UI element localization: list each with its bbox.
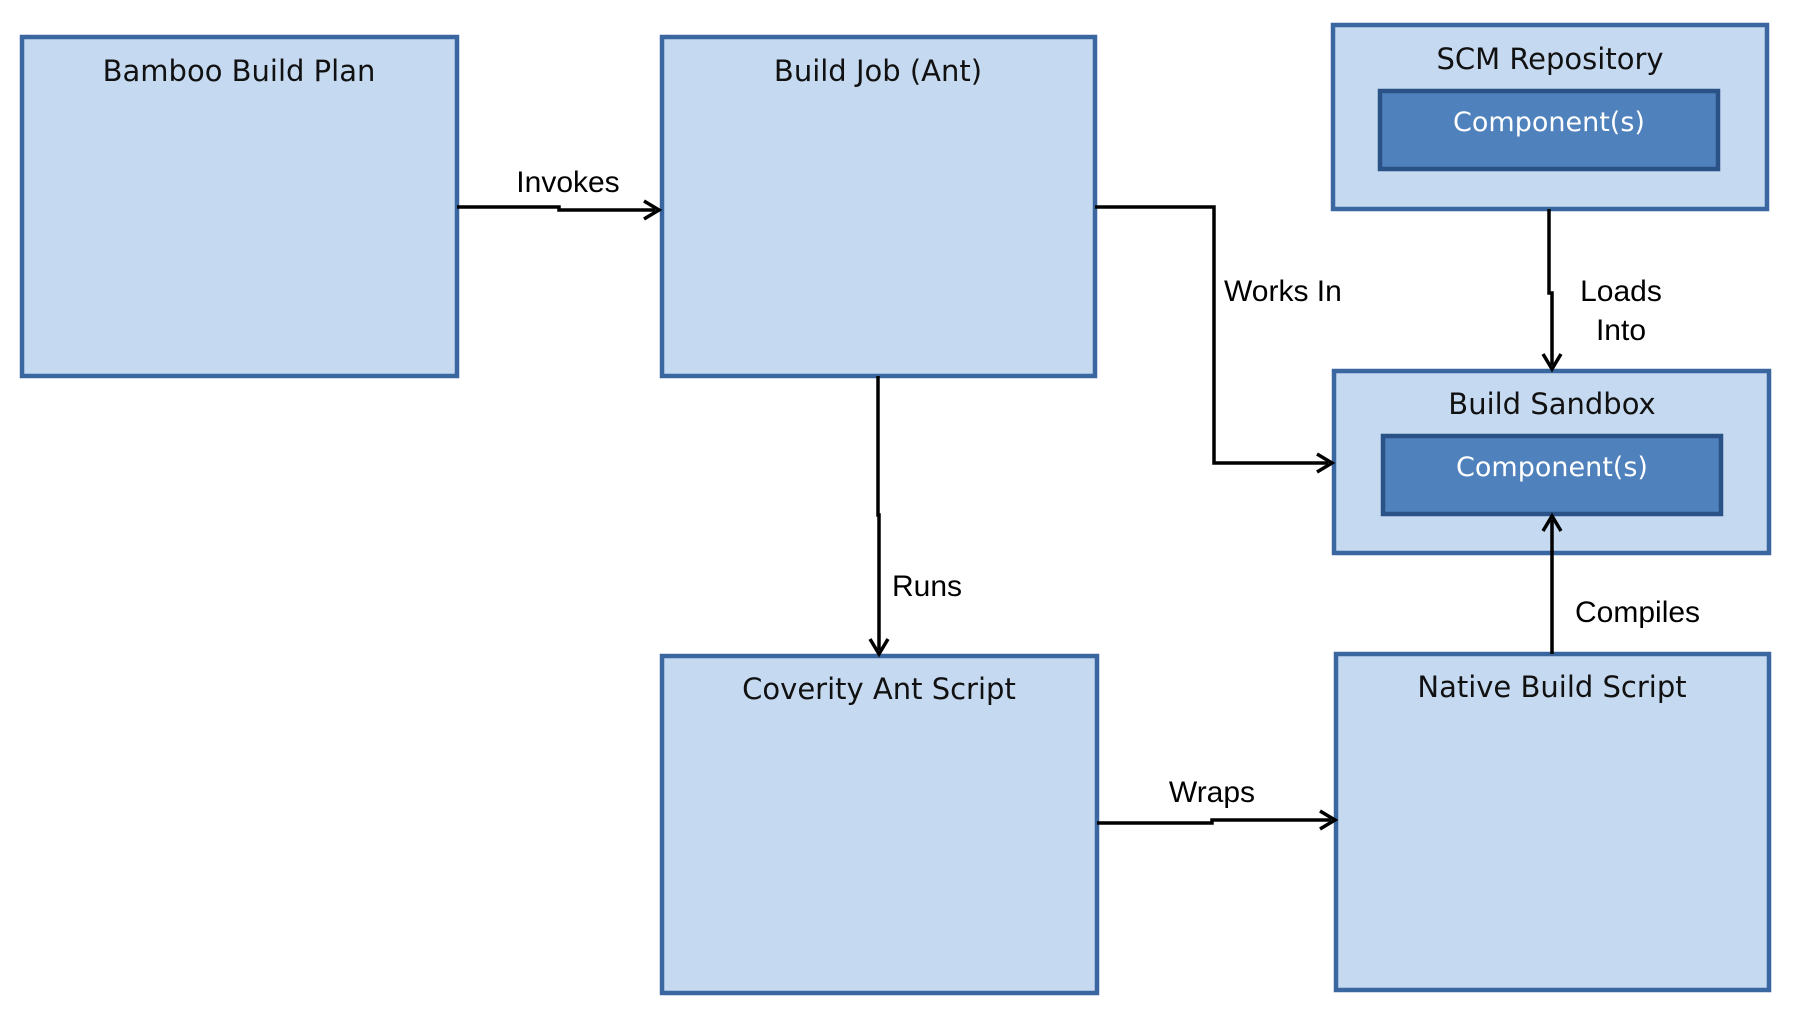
loads-into-line bbox=[1547, 209, 1554, 365]
invokes-line bbox=[457, 205, 655, 212]
loads-into-label-line1: Loads bbox=[1580, 275, 1662, 308]
scm-components-label: Component(s) bbox=[1453, 107, 1645, 138]
coverity-ant-script-title: Coverity Ant Script bbox=[742, 672, 1016, 706]
sandbox-components-label: Component(s) bbox=[1456, 452, 1648, 483]
bamboo-build-plan-box bbox=[19, 34, 460, 379]
edge-wraps: Wraps bbox=[1097, 776, 1339, 831]
node-coverity-ant-script: Coverity Ant Script bbox=[659, 653, 1100, 996]
node-build-sandbox: Build Sandbox Component(s) bbox=[1331, 368, 1772, 556]
runs-label: Runs bbox=[892, 570, 962, 603]
native-build-script-title: Native Build Script bbox=[1417, 670, 1686, 704]
works-in-arrowhead bbox=[1316, 452, 1336, 474]
scm-components-box bbox=[1377, 88, 1721, 172]
node-bamboo-build-plan: Bamboo Build Plan bbox=[19, 34, 460, 379]
runs-arrowhead bbox=[868, 638, 890, 658]
node-scm-repository: SCM Repository Component(s) bbox=[1330, 22, 1770, 212]
native-build-script-box bbox=[1333, 651, 1772, 993]
loads-into-label-line2: Into bbox=[1596, 314, 1646, 347]
edge-works-in: Works In bbox=[1095, 205, 1342, 474]
bamboo-build-plan-title: Bamboo Build Plan bbox=[103, 54, 376, 88]
wraps-arrowhead bbox=[1319, 809, 1339, 831]
build-job-box bbox=[659, 34, 1098, 379]
node-build-job: Build Job (Ant) bbox=[659, 34, 1098, 379]
invokes-label: Invokes bbox=[516, 166, 619, 199]
edge-compiles: Compiles bbox=[1541, 512, 1700, 654]
edge-loads-into: Loads Into bbox=[1541, 209, 1662, 373]
wraps-line bbox=[1097, 818, 1331, 825]
invokes-arrowhead bbox=[643, 199, 663, 221]
works-in-label: Works In bbox=[1224, 275, 1342, 308]
build-sandbox-title: Build Sandbox bbox=[1448, 387, 1655, 421]
wraps-label: Wraps bbox=[1169, 776, 1255, 809]
loads-into-arrowhead bbox=[1541, 353, 1563, 373]
scm-repository-title: SCM Repository bbox=[1436, 42, 1663, 76]
compiles-label: Compiles bbox=[1575, 596, 1700, 629]
node-native-build-script: Native Build Script bbox=[1333, 651, 1772, 993]
works-in-line bbox=[1095, 205, 1328, 465]
runs-line bbox=[876, 376, 881, 650]
build-job-title: Build Job (Ant) bbox=[774, 54, 982, 88]
coverity-ant-script-box bbox=[659, 653, 1100, 996]
edge-invokes: Invokes bbox=[457, 166, 663, 221]
compiles-arrowhead bbox=[1541, 512, 1563, 532]
edge-runs: Runs bbox=[868, 376, 962, 658]
